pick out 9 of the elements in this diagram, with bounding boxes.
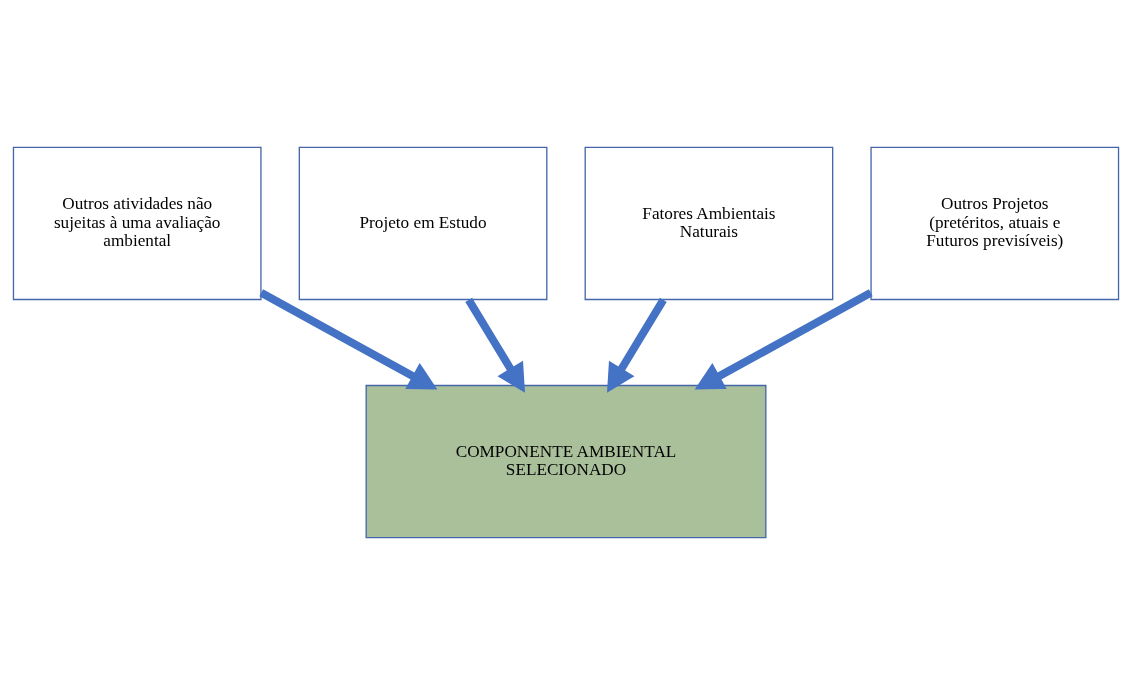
arrow	[694, 288, 873, 390]
node-box: Projeto em Estudo	[298, 146, 548, 300]
arrow	[465, 297, 525, 393]
node-box: Outros atividades não sujeitas à uma avaliação ambiental	[12, 146, 262, 300]
node-box: Outros Projetos (pretéritos, atuais e Futuros previsíveis)	[870, 146, 1120, 300]
arrow	[607, 297, 667, 393]
arrow	[259, 288, 438, 390]
node-box: Fatores Ambientais Naturais	[584, 146, 834, 300]
node-box: COMPONENTE AMBIENTAL SELECIONADO	[365, 384, 767, 538]
